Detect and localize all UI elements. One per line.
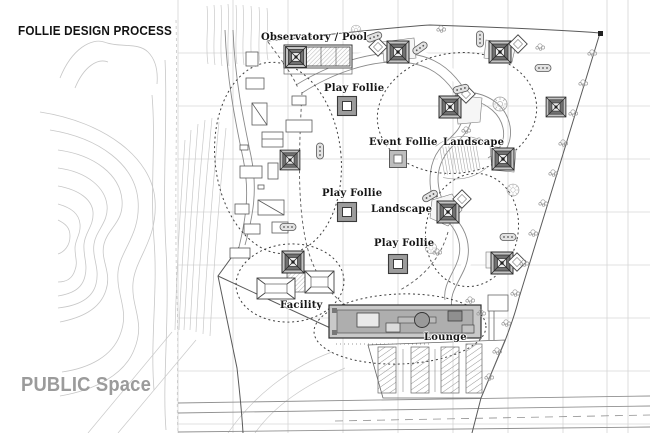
facility-building (256, 270, 335, 300)
bench-icon (316, 142, 324, 160)
tree-icon (492, 96, 508, 112)
follie-icon (488, 40, 512, 64)
play-follie-icon (336, 201, 358, 223)
plan-label-play-follie-2: Play Follie (322, 188, 383, 199)
plan-label-facility: Facility (280, 300, 323, 311)
observatory-follie-icon (285, 46, 307, 68)
bench-icon (534, 64, 552, 72)
plan-label-play-follie-1: Play Follie (324, 83, 385, 94)
play-follie-icon (336, 95, 358, 117)
event-follie-icon (389, 150, 407, 168)
plan-label-landscape-1: Landscape (443, 137, 505, 148)
bench-icon (476, 30, 484, 48)
page-title: FOLLIE DESIGN PROCESS (18, 23, 172, 38)
small-buildings (229, 51, 313, 259)
follie-icon (545, 96, 567, 118)
follie-icon (436, 200, 460, 224)
slope-contours (87, 3, 346, 433)
follie-icon (386, 40, 410, 64)
contour-lines (39, 19, 179, 433)
plan-label-observatory-pool: Observatory / Pool (261, 32, 368, 43)
plan-label-landscape-2: Landscape (371, 204, 433, 215)
follie-icon (438, 95, 462, 119)
footer-label: PUBLIC Space (21, 374, 152, 396)
parking-lot (367, 339, 506, 399)
plan-label-lounge: Lounge (424, 332, 467, 343)
follie-icon (281, 250, 305, 274)
plan-label-event-follie: Event Follie (369, 137, 438, 148)
court-outline (487, 294, 509, 340)
bench-icon (279, 223, 297, 231)
play-follie-icon (387, 253, 409, 275)
plan-label-play-follie-3: Play Follie (374, 238, 435, 249)
bench-icon (499, 233, 517, 241)
follie-icon (279, 149, 301, 171)
follie-icon (491, 147, 515, 171)
observatory-pool-building (283, 44, 353, 75)
lounge-building (328, 304, 482, 345)
tree-icon (506, 183, 520, 197)
